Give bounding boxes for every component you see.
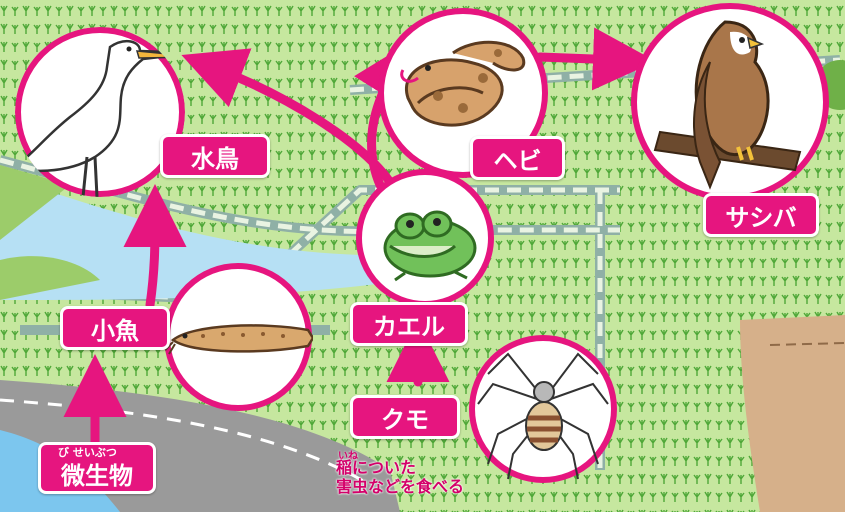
microbe-ruby: び せいぶつ bbox=[58, 446, 117, 459]
microbe-text: 微生物 bbox=[61, 461, 133, 490]
frog-label: カエル bbox=[350, 302, 468, 346]
frog-icon bbox=[356, 169, 494, 307]
bird-label: 水鳥 bbox=[160, 134, 270, 178]
note-ruby: いね bbox=[338, 451, 358, 462]
hawk-label: サシバ bbox=[703, 193, 819, 237]
microbe-label: 微生物 bbox=[38, 442, 156, 494]
fish-label: 小魚 bbox=[60, 306, 170, 350]
spider-icon bbox=[469, 335, 617, 483]
bird-node bbox=[15, 27, 185, 197]
note-line-1: 稲についた bbox=[336, 458, 417, 477]
note-line-2: 害虫などを食べる bbox=[336, 477, 465, 496]
snake-icon bbox=[378, 8, 548, 178]
spider-label: クモ bbox=[350, 395, 460, 439]
hawk-icon bbox=[631, 3, 829, 201]
snake-label: ヘビ bbox=[470, 136, 565, 180]
note-text: 稲についた 害虫などを食べる bbox=[336, 458, 464, 496]
egret-icon bbox=[15, 27, 185, 197]
loach-fish-icon bbox=[164, 263, 313, 411]
